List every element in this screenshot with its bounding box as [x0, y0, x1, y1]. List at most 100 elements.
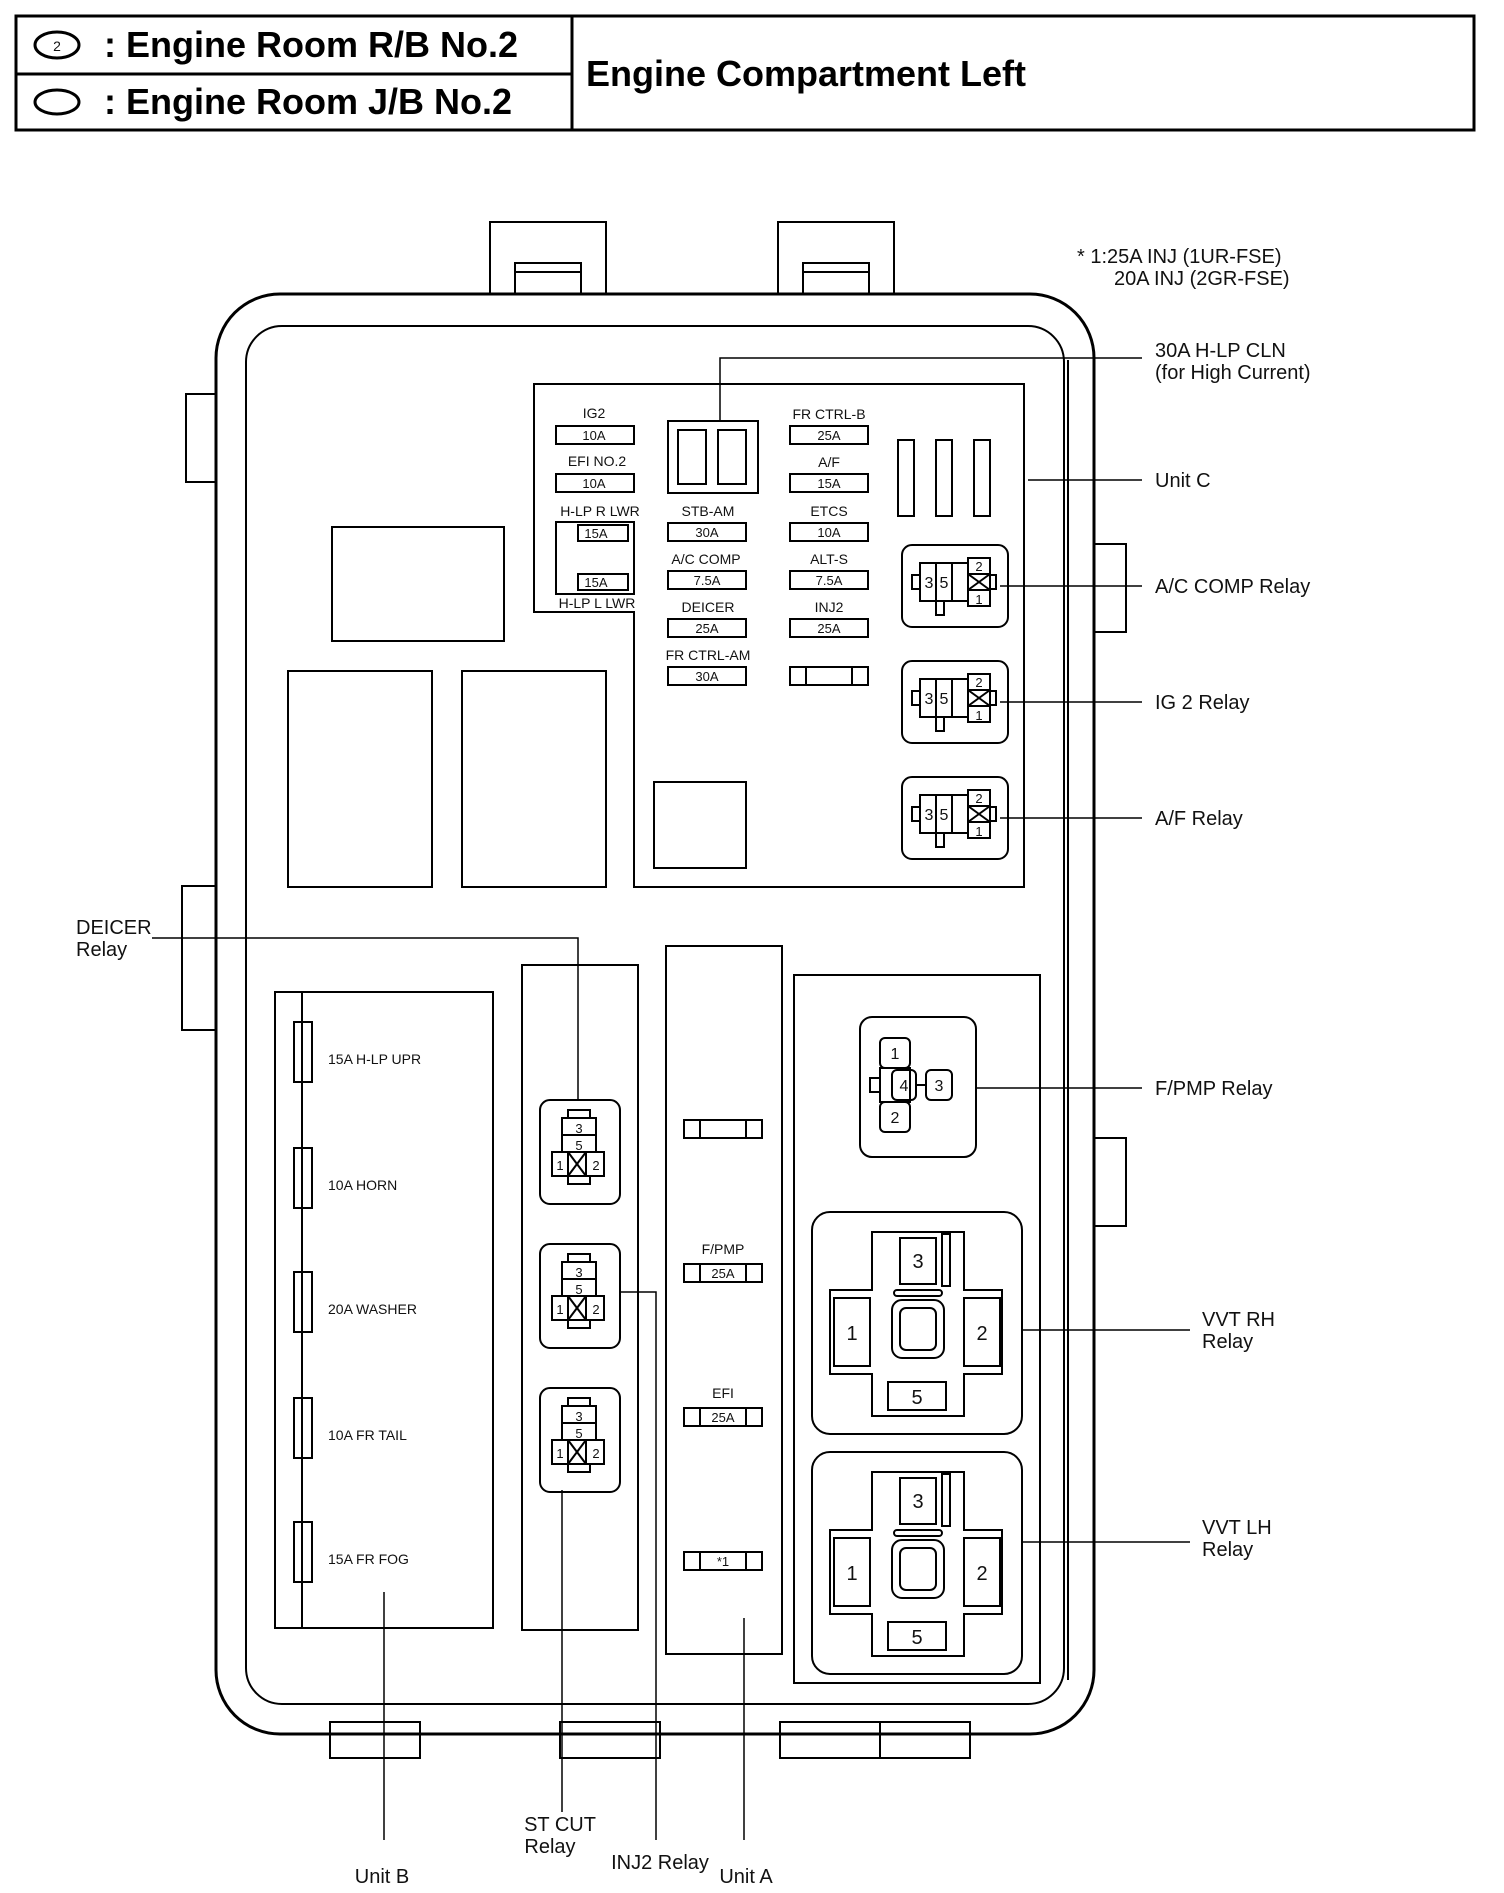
vvt-rh-relay: 3 1 2 5 [811, 1211, 1023, 1435]
fuse-fr-ctrl-b [789, 425, 869, 445]
pin-label: 5 [575, 1138, 582, 1153]
fuse-amp-fpmp: 25A [711, 1266, 734, 1281]
unit-b-fuse-label: 10A HORN [328, 1177, 397, 1193]
fpmp-relay: 1 4 3 2 [859, 1016, 977, 1158]
fuse-ac-comp [667, 570, 747, 590]
fuse-label-efi2: EFI NO.2 [568, 453, 627, 469]
relay-strip: 3 5 1 2 3 5 1 2 [521, 964, 639, 1631]
fuse-spare [789, 666, 869, 686]
pin-label: 3 [925, 807, 934, 824]
fuse-inj [683, 1551, 763, 1571]
fuse-inj2 [789, 618, 869, 638]
st-cut-relay: 3 5 1 2 [539, 1387, 621, 1493]
fuse-label-alt-s: ALT-S [810, 551, 848, 567]
fuse-label-deicer: DEICER [682, 599, 735, 615]
unit-b-fuse-label: 10A FR TAIL [328, 1427, 407, 1443]
fuse-efi2 [555, 473, 635, 493]
unit-a: F/PMP 25A EFI 25A *1 [665, 945, 783, 1655]
inj2-relay: 3 5 1 2 [539, 1243, 621, 1349]
label-vvt-lh-relay: VVT LH [1202, 1517, 1272, 1539]
pin-label: 5 [940, 575, 949, 592]
fuse-label-hlp-l-lwr: H-LP L LWR [559, 595, 636, 611]
fuse-label-stb-am: STB-AM [682, 503, 735, 519]
fuse-amp-hlp-r-lwr: 15A [584, 526, 607, 541]
label-ig2-relay: IG 2 Relay [1155, 692, 1249, 714]
pin-label: 5 [940, 807, 949, 824]
pin-label: 5 [575, 1426, 582, 1441]
pin-label: 4 [900, 1078, 909, 1095]
fuse-label-af: A/F [818, 454, 840, 470]
pin-label: 1 [975, 708, 982, 723]
fuse-amp-af: 15A [817, 476, 840, 491]
unit-a-fuse-spare [683, 1119, 763, 1139]
pin-label: 2 [975, 559, 982, 574]
fuse-box-outline [181, 221, 1127, 1759]
label-af-relay: A/F Relay [1155, 808, 1243, 830]
pin-label: 2 [976, 1323, 987, 1345]
upper-left-blocks [287, 526, 747, 888]
pin-label: 1 [975, 592, 982, 607]
callout-labels: 30A H-LP CLN (for High Current) Unit C A… [76, 340, 1311, 1888]
leader-lines [152, 357, 1190, 1840]
label-unit-a: Unit A [719, 1866, 773, 1888]
pin-label: 2 [976, 1563, 987, 1585]
pin-label: 5 [575, 1282, 582, 1297]
unit-b-fuse-label: 15A FR FOG [328, 1551, 409, 1567]
unit-c-slot [935, 439, 953, 517]
pin-label: 2 [592, 1446, 599, 1461]
unit-b-fuse-label: 15A H-LP UPR [328, 1051, 421, 1067]
header-table: 2 : Engine Room R/B No.2 : Engine Room J… [14, 14, 1476, 132]
pin-label: 5 [911, 1627, 922, 1649]
pin-label: 2 [975, 675, 982, 690]
fuse-stb-am [667, 522, 747, 542]
fuse-amp-deicer: 25A [695, 621, 718, 636]
legend-jb-label: : Engine Room J/B No.2 [104, 81, 512, 122]
pin-label: 1 [556, 1302, 563, 1317]
fuse-label-ig2: IG2 [583, 405, 606, 421]
label-hlp-cln-note: (for High Current) [1155, 362, 1311, 384]
pin-label: 3 [575, 1121, 582, 1136]
footnote-line1: * 1:25A INJ (1UR-FSE) [1077, 246, 1282, 268]
af-relay: 3 5 2 1 [901, 776, 1009, 860]
fuse-label-efi: EFI [712, 1385, 734, 1401]
pin-label: 1 [556, 1446, 563, 1461]
fuse-hlp-cln [667, 420, 759, 494]
fuse-alt-s [789, 570, 869, 590]
fuse-label-hlp-r-lwr: H-LP R LWR [560, 503, 640, 519]
fuse-fr-ctrl-am [667, 666, 747, 686]
fuse-amp-efi2: 10A [582, 476, 605, 491]
fuse-amp-inj2: 25A [817, 621, 840, 636]
unit-b: 15A H-LP UPR 10A HORN 20A WASHER 10A FR … [274, 991, 494, 1629]
label-st-cut-relay-2: Relay [524, 1836, 575, 1858]
pin-label: 3 [912, 1251, 923, 1273]
pin-label: 2 [975, 791, 982, 806]
fuse-efi [683, 1407, 763, 1427]
fuse-label-fpmp: F/PMP [702, 1241, 745, 1257]
fuse-amp-hlp-l-lwr: 15A [584, 575, 607, 590]
fuse-ig2 [555, 425, 635, 445]
pin-label: 3 [575, 1409, 582, 1424]
rb-legend-icon [33, 30, 81, 60]
fuse-label-etcs: ETCS [810, 503, 847, 519]
pin-label: 3 [575, 1265, 582, 1280]
pin-label: 2 [891, 1110, 900, 1127]
label-fpmp-relay: F/PMP Relay [1155, 1078, 1272, 1100]
label-unit-c: Unit C [1155, 470, 1211, 492]
fuse-amp-efi: 25A [711, 1410, 734, 1425]
fuse-amp-alt-s: 7.5A [816, 573, 843, 588]
ac-comp-relay: 3 5 2 1 [901, 544, 1009, 628]
deicer-relay: 3 5 1 2 [539, 1099, 621, 1205]
label-deicer-relay-2: Relay [76, 939, 127, 961]
unit-c-slot [973, 439, 991, 517]
rb-legend-symbol: 2 [53, 38, 61, 54]
fuse-label-fr-ctrl-b: FR CTRL-B [792, 406, 865, 422]
fuse-amp-ac-comp: 7.5A [694, 573, 721, 588]
fuse-hlp-lwr-holder [555, 521, 635, 595]
jb-legend-icon [33, 88, 81, 116]
pin-label: 1 [556, 1158, 563, 1173]
fuse-af [789, 473, 869, 493]
label-unit-b: Unit B [355, 1866, 409, 1888]
label-inj2-relay: INJ2 Relay [611, 1852, 709, 1874]
pin-label: 3 [912, 1491, 923, 1513]
